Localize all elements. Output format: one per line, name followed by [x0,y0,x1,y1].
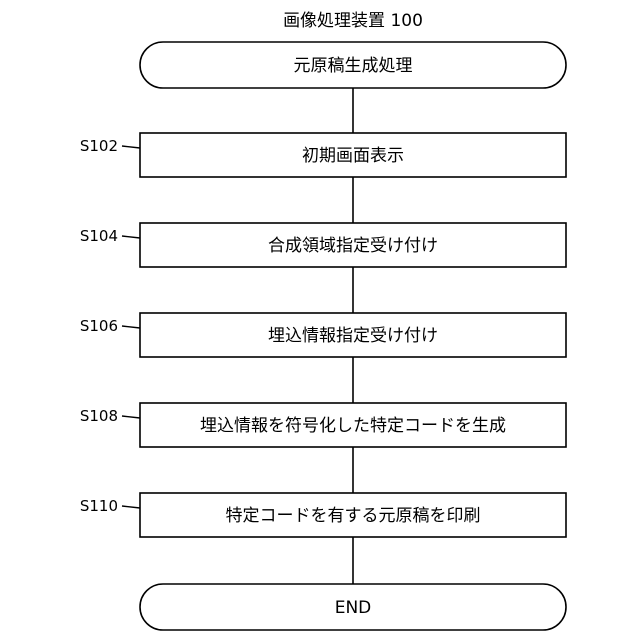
step-s108-id: S108 [80,407,118,425]
step-s102-id: S102 [80,137,118,155]
step-s106-label: 埋込情報指定受け付け [268,326,438,346]
step-s104-label: 合成領域指定受け付け [268,236,438,256]
step-s104-id: S104 [80,227,118,245]
step-s102-leader [122,146,140,148]
step-s108-label: 埋込情報を符号化した特定コードを生成 [200,416,506,436]
step-s108-leader [122,416,140,418]
step-s106-leader [122,326,140,328]
diagram-title: 画像処理装置 100 [283,11,423,31]
start-terminal-label: 元原稿生成処理 [294,56,413,76]
end-terminal-label: END [335,598,372,618]
step-s110-leader [122,506,140,508]
step-s110-id: S110 [80,497,118,515]
step-s110-label: 特定コードを有する元原稿を印刷 [226,506,481,526]
step-s104-leader [122,236,140,238]
step-s106-id: S106 [80,317,118,335]
step-s102-label: 初期画面表示 [302,146,404,166]
